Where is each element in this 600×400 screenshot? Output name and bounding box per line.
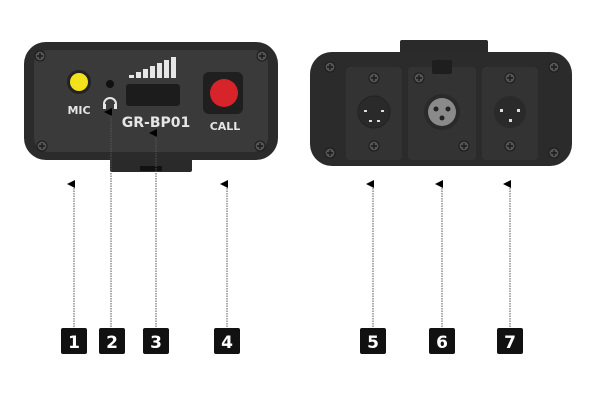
screw-icon [34, 50, 46, 62]
xlr-3pin-male-connector[interactable] [494, 96, 526, 128]
call-label: CALL [210, 120, 241, 133]
svg-text:1: 1 [68, 333, 80, 353]
model-label: GR-BP01 [122, 115, 191, 131]
screw-icon [504, 140, 516, 152]
svg-text:5: 5 [367, 333, 379, 353]
svg-text:7: 7 [504, 333, 516, 353]
xlr-3pin-female-connector[interactable] [428, 98, 456, 126]
callout-5: 5 [360, 328, 386, 354]
pin-hole [439, 115, 445, 121]
clip-slot [140, 166, 162, 171]
volume-level-bars-icon [129, 57, 176, 78]
pin-hole [433, 106, 439, 112]
screw-icon [324, 61, 336, 73]
screw-icon [368, 140, 380, 152]
connector-pins [364, 110, 384, 122]
svg-text:2: 2 [106, 333, 118, 353]
call-button[interactable] [210, 79, 238, 107]
screw-icon [458, 140, 470, 152]
screw-icon [548, 147, 560, 159]
screw-icon [324, 147, 336, 159]
headphone-jack[interactable] [106, 80, 114, 88]
svg-text:6: 6 [436, 333, 448, 353]
svg-text:3: 3 [150, 333, 162, 353]
mic-led-button[interactable] [70, 73, 88, 91]
mic-label: MIC [67, 104, 90, 117]
screw-icon [368, 72, 380, 84]
callout-4: 4 [214, 328, 240, 354]
screw-icon [256, 50, 268, 62]
callout-7: 7 [497, 328, 523, 354]
rear-unit [310, 40, 572, 166]
svg-text:4: 4 [221, 333, 233, 353]
screw-icon [36, 140, 48, 152]
callout-1: 1 [61, 328, 87, 354]
xlr-4pin-male-connector[interactable] [357, 95, 391, 129]
screw-icon [254, 140, 266, 152]
latch[interactable] [432, 60, 452, 74]
screw-icon [413, 72, 425, 84]
pin-hole [445, 106, 451, 112]
screw-icon [504, 72, 516, 84]
screw-icon [548, 61, 560, 73]
volume-wheel[interactable] [126, 84, 180, 106]
connector-pins [500, 109, 520, 122]
callout-6: 6 [429, 328, 455, 354]
callout-arrows [67, 108, 511, 327]
callout-2: 2 [99, 328, 125, 354]
callout-3: 3 [143, 328, 169, 354]
front-unit: MIC GR-BP01 CALL [24, 42, 278, 172]
headphone-icon [103, 97, 117, 109]
